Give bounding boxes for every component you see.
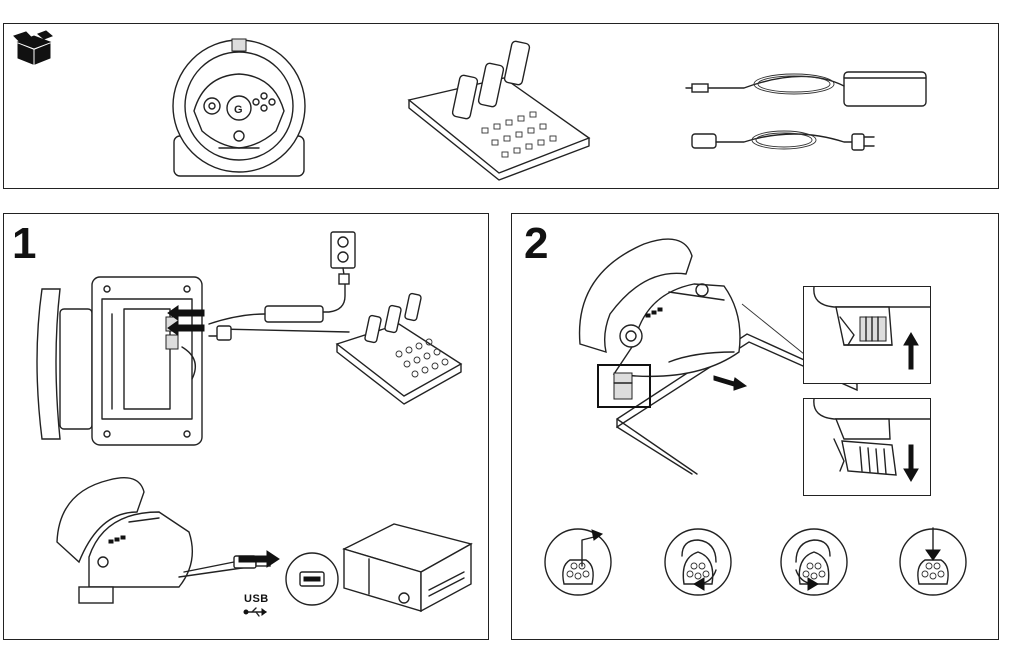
clamp-detail-sketch [613, 372, 633, 400]
box-icon [13, 30, 53, 65]
usb-symbol-icon [243, 607, 267, 617]
callout-lines [741, 303, 805, 355]
wheel-clamp-illustration [578, 238, 741, 378]
usb-label: USB [244, 593, 269, 605]
usb-port-icon [285, 552, 339, 606]
knob-rotate-cw-icon [664, 528, 732, 596]
arrow-right-icon [238, 550, 280, 568]
svg-text:G: G [234, 104, 243, 116]
table-illustration [616, 333, 858, 475]
clamp-down-detail [813, 398, 931, 476]
step-1-panel: 1 [3, 213, 489, 640]
step-1-number: 1 [12, 219, 37, 268]
clamp-down-inset [803, 398, 931, 496]
arrow-down-icon [903, 444, 919, 482]
step-2-panel: 2 [511, 213, 999, 640]
pedals-illustration [407, 40, 591, 181]
arrow-left-icon [167, 305, 205, 336]
computer-illustration [342, 523, 473, 613]
knob-push-icon [899, 527, 967, 596]
knob-pull-icon [544, 528, 612, 596]
steering-wheel-illustration: G [172, 38, 306, 177]
clamp-up-detail [813, 286, 931, 346]
power-cord-illustration [691, 130, 875, 151]
wheel-rear-view-illustration [36, 276, 203, 446]
box-contents-panel: G [3, 23, 999, 189]
cable-connections-illustration [208, 231, 463, 405]
clamp-up-inset [803, 286, 931, 384]
power-adapter-illustration [685, 71, 927, 107]
clamp-highlight-box [597, 364, 651, 408]
step-2-number: 2 [524, 219, 549, 268]
arrow-out-icon [713, 375, 748, 391]
arrow-up-icon [903, 332, 919, 370]
knob-rotate-ccw-icon [780, 528, 848, 596]
wheel-to-computer-illustration [56, 477, 250, 604]
